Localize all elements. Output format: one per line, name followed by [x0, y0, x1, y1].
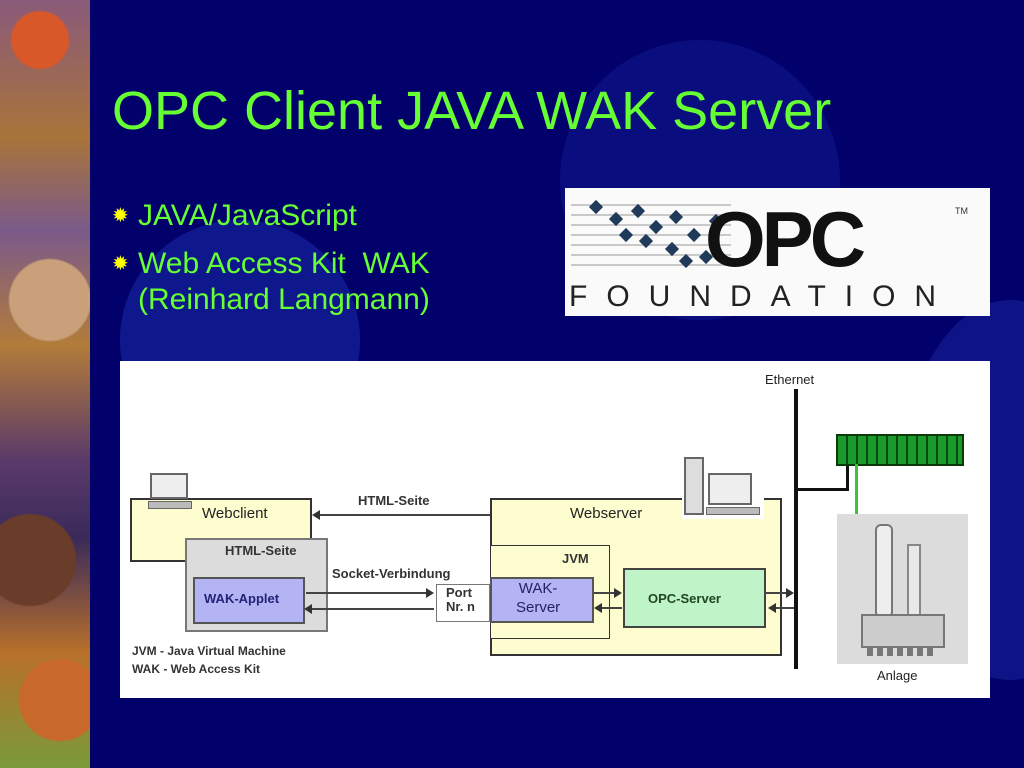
socket-arrow-in [310, 608, 434, 610]
opc-foundation-logo: OPC TM FOUNDATION [565, 188, 990, 316]
arrow-head-right [786, 588, 794, 598]
logo-pixel-pattern [571, 196, 731, 269]
port-label: Port Nr. n [446, 585, 475, 614]
ethernet-plc-link-vertical [846, 461, 849, 491]
plant-label: Anlage [877, 668, 918, 683]
client-html-page-label: HTML-Seite [225, 543, 297, 558]
architecture-diagram: Webclient HTML-Seite WAK-Applet HTML-Sei… [120, 361, 990, 698]
opc-server-label: OPC-Server [648, 591, 721, 606]
webclient-label: Webclient [202, 505, 268, 522]
slide-title: OPC Client JAVA WAK Server [112, 81, 832, 141]
arrow-head-left [312, 510, 320, 520]
client-computer-icon [148, 473, 192, 509]
arrow-head-left [768, 603, 776, 613]
bullet-list: ✹ JAVA/JavaScript ✹ Web Access Kit WAK (… [112, 198, 430, 338]
wak-server-label: WAK- Server [516, 580, 561, 616]
port-box [436, 584, 490, 622]
bullet-text: Web Access Kit WAK (Reinhard Langmann) [138, 247, 430, 316]
ethernet-label: Ethernet [765, 372, 815, 387]
wak-applet-label: WAK-Applet [204, 591, 280, 606]
legend-wak: WAK - Web Access Kit [132, 662, 261, 676]
html-page-arrow-label: HTML-Seite [358, 493, 430, 508]
plc-plant-link [855, 464, 858, 514]
opc-server-box [623, 568, 766, 628]
server-computer-icon [682, 457, 764, 519]
wak-opc-arrow-in [598, 607, 622, 609]
legend-jvm: JVM - Java Virtual Machine [132, 644, 286, 658]
ethernet-bus [794, 389, 798, 669]
sun-bullet-icon: ✹ [112, 205, 129, 227]
html-page-arrow [315, 514, 490, 516]
logo-opc-text: OPC [705, 195, 866, 283]
plc-module-icon [836, 434, 964, 466]
socket-arrow-out [306, 592, 428, 594]
arrow-head-right [614, 588, 622, 598]
arrow-head-right [426, 588, 434, 598]
arrow-head-left [594, 603, 602, 613]
plant-image [837, 514, 968, 664]
decorative-gear-strip [0, 0, 90, 768]
opc-ethernet-arrow-out [766, 592, 790, 594]
bullet-text: JAVA/JavaScript [138, 199, 357, 232]
opc-ethernet-arrow-in [772, 607, 796, 609]
arrow-head-left [304, 604, 312, 614]
sun-bullet-icon: ✹ [112, 253, 129, 275]
ethernet-plc-link [798, 488, 848, 491]
bullet-item: ✹ JAVA/JavaScript [112, 198, 430, 234]
jvm-label: JVM [562, 551, 589, 566]
socket-connection-label: Socket-Verbindung [332, 566, 451, 581]
wak-server-box [490, 577, 594, 623]
wak-opc-arrow-out [594, 592, 618, 594]
logo-trademark: TM [955, 206, 968, 216]
bullet-item: ✹ Web Access Kit WAK (Reinhard Langmann) [112, 246, 430, 318]
wak-applet-box [193, 577, 305, 624]
webserver-label: Webserver [570, 505, 643, 522]
logo-foundation-text: FOUNDATION [569, 280, 956, 313]
